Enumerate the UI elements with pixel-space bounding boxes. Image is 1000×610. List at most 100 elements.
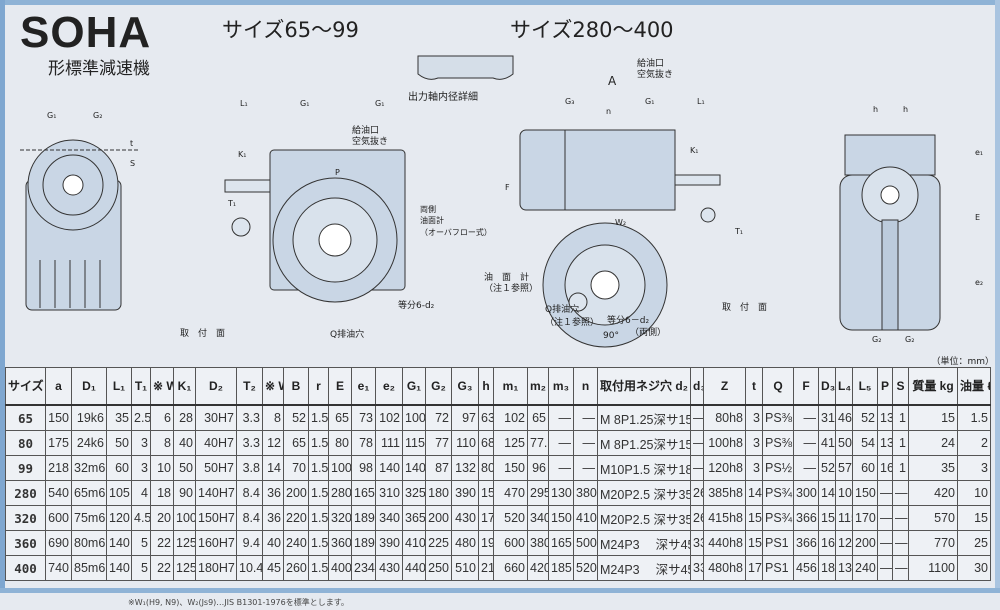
table-cell: 10.4	[236, 555, 263, 581]
table-cell: 36	[262, 505, 284, 531]
table-cell: M 8P1.25深サ15	[597, 430, 691, 456]
oil-gauge-label-large: 油 面 計	[484, 271, 529, 283]
svg-text:G₃: G₃	[565, 97, 574, 106]
table-cell: 150	[852, 480, 878, 506]
table-cell: 410	[402, 530, 426, 556]
table-cell: 36	[262, 480, 284, 506]
table-cell: 72	[425, 404, 452, 431]
table-cell: 100	[328, 455, 352, 481]
table-cell: 100h8	[703, 430, 746, 456]
table-cell: 3	[745, 430, 763, 456]
table-cell: 40	[173, 430, 196, 456]
table-cell: 280	[328, 480, 352, 506]
table-cell: 150	[548, 505, 574, 531]
table-cell: 63	[478, 404, 494, 431]
table-cell: 50	[173, 455, 196, 481]
table-cell: 8.4	[236, 480, 263, 506]
table-cell: 3.3	[236, 404, 263, 431]
table-cell: 420	[908, 480, 958, 506]
table-cell: —	[793, 430, 819, 456]
table-cell: 10	[150, 455, 174, 481]
table-cell: PS⅜	[762, 404, 794, 431]
table-cell: 30H7	[195, 404, 237, 431]
table-cell: 26	[690, 505, 704, 531]
table-cell: 80m6	[71, 530, 107, 556]
table-cell: 3	[745, 455, 763, 481]
front-view-small	[224, 149, 406, 303]
table-cell: 16	[877, 455, 893, 481]
column-header: G₁	[402, 367, 426, 406]
table-cell: 8.4	[236, 505, 263, 531]
table-cell: 97	[451, 404, 479, 431]
table-cell: 510	[451, 555, 479, 581]
table-cell: 170	[852, 505, 878, 531]
table-cell: 24k6	[71, 430, 107, 456]
table-cell: 5	[131, 555, 151, 581]
oil-gauge-label-small: 油面計	[420, 215, 444, 225]
table-cell: 189	[351, 505, 376, 531]
column-header: G₂	[425, 367, 452, 406]
table-cell: 50	[106, 430, 132, 456]
column-header: B	[283, 367, 309, 406]
table-cell: 90	[173, 480, 196, 506]
table-cell: 70	[283, 455, 309, 481]
table-cell: 430	[451, 505, 479, 531]
table-cell: 440h8	[703, 530, 746, 556]
table-cell: 1.5	[308, 404, 329, 431]
table-cell: 125	[173, 530, 196, 556]
table-cell: —	[892, 505, 909, 531]
table-cell: 8	[262, 404, 284, 431]
table-cell: 340	[375, 505, 403, 531]
table-cell: —	[690, 430, 704, 456]
table-cell: 15	[957, 505, 991, 531]
table-cell: —	[877, 505, 893, 531]
column-header: S	[892, 367, 909, 406]
size-cell: 80	[5, 430, 46, 456]
svg-text:t: t	[130, 139, 133, 148]
table-cell: 80	[478, 455, 494, 481]
table-cell: 520	[573, 555, 598, 581]
table-cell: PS⅜	[762, 430, 794, 456]
table-cell: 260	[283, 555, 309, 581]
svg-text:G₁: G₁	[47, 111, 56, 120]
column-header: D₁	[71, 367, 107, 406]
table-cell: 15	[908, 404, 958, 431]
table-cell: 52	[283, 404, 309, 431]
table-cell: 2	[957, 430, 991, 456]
table-cell: 295	[527, 480, 549, 506]
table-cell: 54	[852, 430, 878, 456]
side-view-small	[20, 139, 140, 311]
table-cell: 360	[328, 530, 352, 556]
table-cell: M24P3 深サ45	[597, 555, 691, 581]
table-cell: 160H7	[195, 530, 237, 556]
table-cell: M20P2.5 深サ35	[597, 505, 691, 531]
table-cell: 456	[793, 555, 819, 581]
dimension-table: サイズ EaD₁L₁T₁※ W₁K₁D₂T₂※ W₂BrEe₁e₂G₁G₂G₃h…	[5, 367, 991, 581]
table-cell: 365	[402, 505, 426, 531]
column-header: m₂	[527, 367, 549, 406]
table-cell: 130	[835, 555, 853, 581]
table-cell: 130	[548, 480, 574, 506]
table-cell: 415h8	[703, 505, 746, 531]
table-cell: —	[793, 455, 819, 481]
table-cell: 380	[573, 480, 598, 506]
column-header: T₁	[131, 367, 151, 406]
table-cell: 220	[283, 505, 309, 531]
column-header: G₃	[451, 367, 479, 406]
table-cell: 540	[45, 480, 72, 506]
column-header: m₁	[493, 367, 528, 406]
table-cell: 13	[877, 430, 893, 456]
column-header: Z	[703, 367, 746, 406]
oil-gauge-side-label: 両側	[420, 204, 436, 214]
table-cell: 250	[425, 555, 452, 581]
table-cell: 10	[957, 480, 991, 506]
table-cell: 52	[852, 404, 878, 431]
holes-label-large: 等分6－d₂	[607, 314, 649, 326]
size-cell: 320	[5, 505, 46, 531]
table-cell: 35	[106, 404, 132, 431]
column-header: d₃	[690, 367, 704, 406]
